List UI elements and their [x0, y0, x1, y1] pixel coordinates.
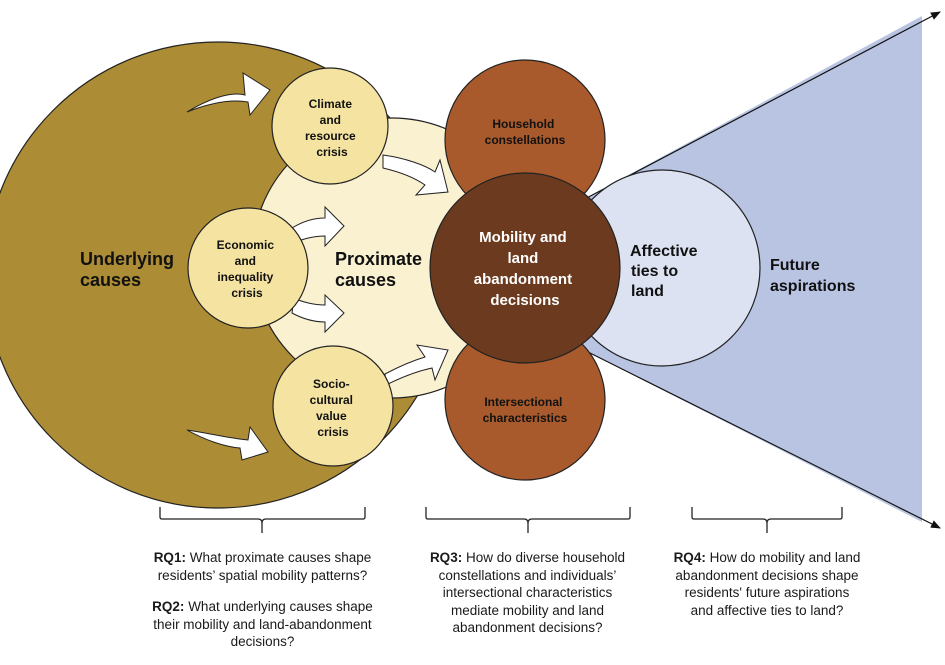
- rq3-text: RQ3: How do diverse household constellat…: [429, 550, 626, 635]
- rq3-block: RQ3: How do diverse household constellat…: [420, 549, 635, 651]
- underlying-causes-label: Underlying causes: [80, 249, 179, 290]
- sociocultural-crisis-label: Socio- cultural value crisis: [310, 377, 357, 439]
- proximate-causes-label: Proximate causes: [335, 249, 427, 290]
- arrow-icon-economic-lower: [291, 293, 345, 334]
- socio-cultural-value-crisis-circle: [272, 345, 394, 467]
- bracket-rq3: [425, 507, 631, 533]
- rq4-block: RQ4: How do mobility and land abandonmen…: [672, 549, 862, 633]
- affective-ties-label: Affective ties to land: [630, 243, 702, 300]
- arrow-icon-climate-to-household: [382, 154, 449, 196]
- bracket-rq4: [691, 507, 843, 533]
- future-aspirations-label: Future aspirations: [770, 257, 855, 295]
- mobility-decisions-circle: [429, 172, 621, 364]
- arrow-icon-socio-to-intersectional: [384, 344, 449, 386]
- arrow-icon-underlying-top: [186, 72, 271, 117]
- intersectional-label: Intersectional characteristics: [483, 395, 568, 425]
- climate-resource-crisis-circle: [271, 67, 389, 185]
- rq1-rq2-block: RQ1: What proximate causes shape residen…: [140, 549, 385, 665]
- household-label: Household constellations: [485, 117, 566, 147]
- bracket-rq1-rq2: [159, 507, 366, 533]
- rq2-text: RQ2: What underlying causes shape their …: [152, 599, 373, 649]
- climate-crisis-label: Climate and resource crisis: [305, 97, 359, 159]
- economic-inequality-crisis-circle: [187, 207, 309, 329]
- arrow-icon-underlying-bottom: [186, 425, 269, 461]
- rq1-text: RQ1: What proximate causes shape residen…: [153, 550, 372, 583]
- economic-crisis-label: Economic and inequality crisis: [217, 238, 278, 300]
- mobility-label: Mobility and land abandonment decisions: [474, 229, 577, 309]
- rq4-text: RQ4: How do mobility and land abandonmen…: [673, 550, 861, 618]
- cone-lower-arrow: [559, 337, 941, 529]
